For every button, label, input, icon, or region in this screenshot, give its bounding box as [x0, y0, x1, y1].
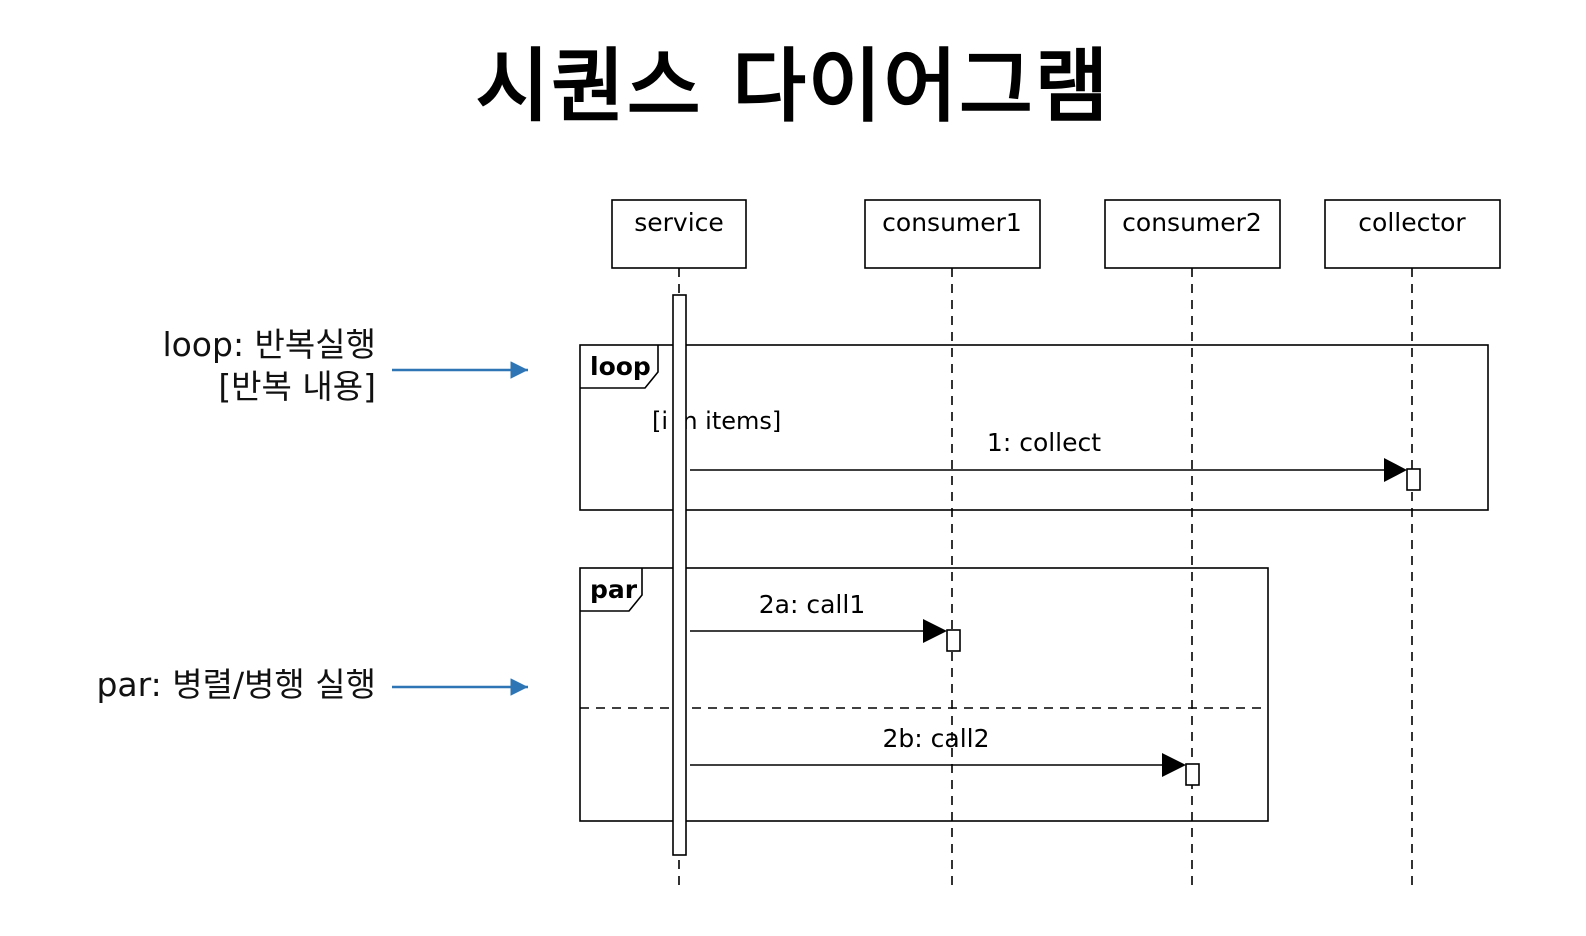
message-call2-label: 2b: call2	[882, 724, 989, 753]
participant-consumer1: consumer1	[864, 199, 1041, 269]
activation-consumer2	[1185, 763, 1200, 786]
message-call2: 2b: call2	[690, 724, 1186, 777]
participant-service: service	[611, 199, 747, 269]
message-call1-label: 2a: call1	[759, 590, 865, 619]
activation-collector	[1406, 468, 1421, 491]
page-title: 시퀀스 다이어그램	[475, 40, 1111, 133]
message-collect-arrowhead	[1384, 458, 1407, 482]
participant-consumer2-label: consumer2	[1122, 208, 1262, 237]
loop-note-line1: loop: 반복실행	[162, 325, 376, 364]
loop-note: loop: 반복실행 [반복 내용]	[20, 324, 376, 408]
participant-consumer1-label: consumer1	[882, 208, 1022, 237]
participant-consumer2: consumer2	[1104, 199, 1281, 269]
message-call1-arrowhead	[923, 619, 947, 643]
message-collect-label: 1: collect	[987, 428, 1101, 457]
participant-service-label: service	[634, 208, 724, 237]
par-fragment-label: par	[590, 575, 638, 604]
par-fragment: par	[579, 567, 1269, 822]
message-call2-arrowhead	[1162, 753, 1186, 777]
loop-guard: [i in items]	[652, 407, 781, 435]
participant-collector: collector	[1324, 199, 1501, 269]
activation-service	[672, 294, 687, 856]
activation-consumer1	[946, 629, 961, 652]
participant-collector-label: collector	[1358, 208, 1466, 237]
loop-note-line2: [반복 내용]	[218, 367, 376, 406]
message-call1: 2a: call1	[690, 590, 947, 643]
loop-fragment-label: loop	[590, 352, 651, 381]
par-note-line1: par: 병렬/병행 실행	[96, 665, 376, 704]
message-collect: 1: collect	[690, 428, 1407, 482]
par-note: par: 병렬/병행 실행	[20, 664, 376, 706]
